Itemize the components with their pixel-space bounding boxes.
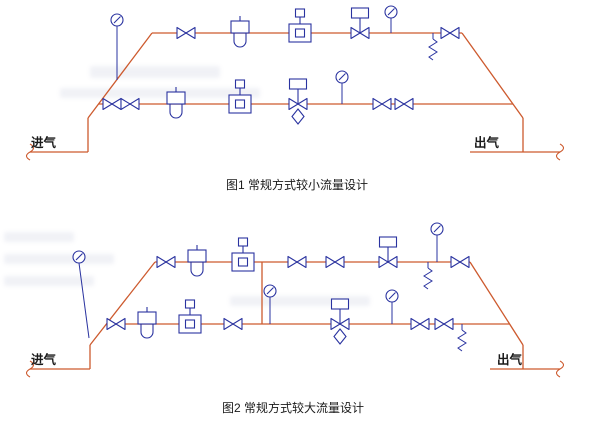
drain-diamond-icon [291, 108, 305, 125]
outlet-label: 出气 [474, 135, 500, 150]
gate-valve-icon [410, 317, 430, 331]
pipe-right-diagonal [461, 32, 524, 119]
gate-valve-icon [156, 255, 176, 269]
pressure-gauge-icon [335, 70, 349, 84]
pressure-gauge-icon [72, 250, 86, 264]
drain-diamond-icon [333, 328, 347, 345]
pressure-gauge-icon [385, 289, 399, 303]
bleedthrough-artifact [4, 276, 94, 286]
pressure-gauge-icon [384, 5, 398, 19]
gate-valve-icon [450, 255, 470, 269]
gate-valve-icon [325, 255, 345, 269]
figure2-caption: 图2 常规方式较大流量设计 [222, 400, 364, 415]
filter-separator-icon [137, 306, 157, 339]
pipe-right-diagonal [469, 261, 524, 346]
figure2-diagram: 进气 出气 图2 常规方式较大流量设计 [25, 222, 565, 415]
flow-meter-icon [288, 8, 312, 43]
bleedthrough-artifact [90, 66, 220, 78]
flex-hose-icon [423, 267, 433, 290]
bleedthrough-artifact [230, 296, 370, 306]
bleedthrough-artifact [4, 254, 114, 264]
gate-valve-icon [394, 97, 414, 111]
gate-valve-icon [223, 317, 243, 331]
gate-valve-icon [106, 317, 126, 331]
pressure-gauge-icon [430, 222, 444, 236]
bleedthrough-artifact [60, 88, 260, 98]
gate-valve-icon [440, 26, 460, 40]
filter-separator-icon [230, 15, 250, 48]
inlet-label: 进气 [31, 135, 57, 150]
figure1-diagram: 进气 出气 图1 常规方式较小流量设计 [25, 5, 565, 192]
filter-separator-icon [166, 86, 186, 119]
figure1-caption: 图1 常规方式较小流量设计 [226, 177, 368, 192]
gate-valve-icon [102, 97, 122, 111]
bleedthrough-artifact [4, 232, 74, 242]
gate-valve-icon [372, 97, 392, 111]
gauge-stem [78, 262, 90, 339]
flow-meter-icon [178, 299, 202, 334]
pressure-gauge-icon [263, 284, 277, 298]
pressure-gauge-icon [110, 13, 124, 27]
outlet-label: 出气 [497, 352, 523, 367]
flex-hose-icon [457, 329, 467, 352]
gate-valve-icon [176, 26, 196, 40]
flex-hose-icon [428, 38, 438, 61]
gate-valve-icon [287, 255, 307, 269]
flow-meter-icon [231, 237, 255, 272]
flow-meter-icon [228, 79, 252, 114]
gate-valve-icon [434, 317, 454, 331]
pipe-left-diagonal [89, 261, 156, 346]
inlet-label: 进气 [31, 352, 57, 367]
gate-valve-icon [120, 97, 140, 111]
filter-separator-icon [187, 244, 207, 277]
